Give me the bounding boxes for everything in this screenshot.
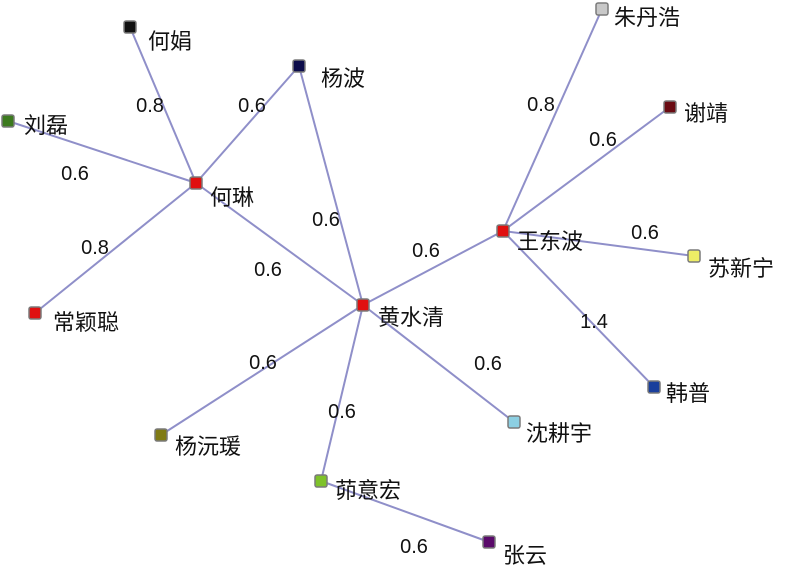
node-hejuan[interactable] [123, 20, 137, 34]
edge-weight-label: 0.6 [238, 95, 266, 117]
node-label-xiejing: 谢靖 [684, 102, 728, 127]
edge-weight-label: 0.6 [474, 353, 502, 375]
edge-huangshuiqing-shengengyu [362, 304, 515, 423]
node-shengengyu[interactable] [507, 415, 521, 429]
node-huangshuiqing[interactable] [356, 298, 370, 312]
node-label-zhangyun: 张云 [503, 544, 547, 569]
edge-ruyihong-zhangyun [320, 480, 490, 543]
node-wangdongbo[interactable] [496, 224, 510, 238]
edge-wangdongbo-suxinning [502, 230, 695, 257]
node-label-hanpu: 韩普 [666, 382, 710, 407]
node-helin[interactable] [189, 176, 203, 190]
node-yangbo[interactable] [292, 59, 306, 73]
edge-weight-label: 0.6 [589, 129, 617, 151]
node-label-yangbo: 杨波 [321, 67, 365, 92]
edge-weight-label: 0.8 [136, 95, 164, 117]
edge-liulei-helin [7, 120, 197, 184]
edge-helin-huangshuiqing [195, 182, 364, 306]
edge-weight-label: 0.6 [254, 259, 282, 281]
node-hanpu[interactable] [647, 380, 661, 394]
edge-weight-label: 0.6 [312, 209, 340, 231]
node-label-changyingcong: 常颖聪 [53, 311, 119, 336]
edge-weight-label: 0.8 [527, 94, 555, 116]
node-xiejing[interactable] [663, 100, 677, 114]
node-ruyihong[interactable] [314, 474, 328, 488]
node-label-suxinning: 苏新宁 [708, 257, 774, 282]
node-label-liulei: 刘磊 [24, 114, 68, 139]
node-label-hejuan: 何娟 [148, 30, 192, 55]
edge-weight-label: 0.6 [412, 240, 440, 262]
edge-huangshuiqing-ruyihong [320, 304, 364, 482]
edge-hejuan-helin [129, 26, 197, 184]
node-label-shengengyu: 沈耕宇 [526, 422, 592, 447]
edge-yangbo-huangshuiqing [298, 65, 364, 306]
edge-wangdongbo-xiejing [502, 106, 671, 232]
node-suxinning[interactable] [687, 249, 701, 263]
edge-huangshuiqing-wangdongbo [362, 230, 504, 306]
edge-weight-label: 0.8 [81, 237, 109, 259]
node-label-wangdongbo: 王东波 [517, 230, 583, 255]
node-changyingcong[interactable] [28, 306, 42, 320]
node-label-yangyuanyuan: 杨沅瑗 [175, 435, 241, 460]
node-label-huangshuiqing: 黄水清 [378, 306, 444, 331]
edge-weight-label: 0.6 [328, 401, 356, 423]
node-yangyuanyuan[interactable] [154, 428, 168, 442]
node-label-ruyihong: 茆意宏 [335, 479, 401, 504]
edge-huangshuiqing-yangyuanyuan [160, 304, 364, 436]
edge-weight-label: 0.6 [61, 163, 89, 185]
edge-label-layer: 0.8 0.6 0.6 0.8 0.6 0.6 0.6 0.8 0.6 0.6 1.4 0.6 0.6 0… [61, 94, 659, 558]
edge-weight-label: 0.6 [400, 536, 428, 558]
node-label-helin: 何琳 [210, 186, 254, 211]
edge-wangdongbo-hanpu [502, 230, 655, 388]
edge-layer [7, 8, 695, 543]
edge-wangdongbo-zhudanhao [502, 8, 603, 232]
edge-weight-label: 0.6 [249, 352, 277, 374]
edge-weight-label: 0.6 [631, 222, 659, 244]
edge-yangbo-helin [195, 65, 300, 184]
node-label-zhudanhao: 朱丹浩 [614, 6, 680, 31]
node-layer [1, 2, 701, 549]
node-zhudanhao[interactable] [595, 2, 609, 16]
edge-weight-label: 1.4 [580, 311, 608, 333]
node-liulei[interactable] [1, 114, 15, 128]
edge-helin-changyingcong [34, 182, 197, 314]
node-zhangyun[interactable] [482, 535, 496, 549]
